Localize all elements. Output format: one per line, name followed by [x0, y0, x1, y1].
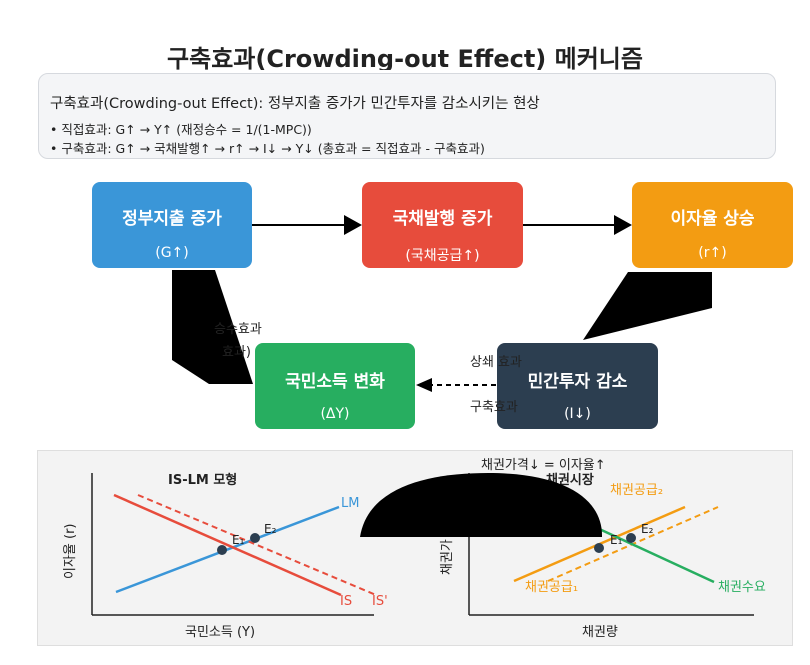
- definition-box: 구축효과(Crowding-out Effect): 정부지출 증가가 민간투자…: [38, 73, 776, 159]
- bond-equilibrium-e1: [594, 543, 604, 553]
- bond-y-label: 채권가: [440, 539, 455, 575]
- islm-x-label: 국민소득 (Y): [185, 625, 255, 640]
- is-shifted-curve: [137, 494, 377, 596]
- bond-supply1-label: 채권공급₁: [525, 580, 578, 595]
- is-label: IS: [340, 594, 352, 609]
- crowding-effect-point: • 구축효과: G↑ → 국채발행↑ → r↑ → I↓ → Y↓ (총효과 =…: [50, 141, 485, 156]
- node-income-change-title: 국민소득 변화: [285, 372, 385, 392]
- bond-equilibrium-e1-label: E₁: [610, 533, 623, 547]
- label-offset: 상쇄 효과: [470, 355, 522, 370]
- node-gov-spending-title: 정부지출 증가: [122, 209, 222, 229]
- lm-curve: [115, 505, 340, 594]
- node-gov-spending: 정부지출 증가 (G↑): [92, 182, 252, 268]
- arrow-rate-to-investment: [583, 272, 712, 340]
- bond-equilibrium-e2-label: E₂: [641, 522, 654, 536]
- node-investment-drop-sub: (I↓): [564, 406, 591, 422]
- direct-effect-point: • 직접효과: G↑ → Y↑ (재정승수 = 1/(1-MPC)): [50, 122, 312, 137]
- arrow-gov-to-bond: [252, 215, 362, 235]
- definition-text: 구축효과(Crowding-out Effect): 정부지출 증가가 민간투자…: [50, 96, 540, 112]
- node-investment-drop: 민간투자 감소 (I↓): [497, 343, 658, 429]
- bond-supply2-label: 채권공급₂: [610, 483, 663, 498]
- bond-market-arc: [360, 473, 603, 537]
- charts-panel: IS-LM 모형 국민소득 (Y) 이자율 (r) LM IS IS' E₁ E…: [37, 450, 793, 646]
- arrow-investment-to-income: [416, 378, 496, 392]
- bond-demand-label: 채권수요: [718, 580, 766, 595]
- node-rate-rise-title: 이자율 상승: [670, 209, 755, 229]
- islm-y-label: 이자율 (r): [63, 523, 78, 579]
- node-investment-drop-title: 민간투자 감소: [527, 372, 628, 392]
- label-multiplier: 승수효과: [214, 322, 262, 337]
- node-bond-issue-title: 국채발행 증가: [392, 209, 493, 229]
- equilibrium-e2-label: E₂: [264, 522, 277, 536]
- node-rate-rise-sub: (r↑): [698, 245, 727, 261]
- arrow-gov-to-income: [172, 270, 253, 384]
- node-bond-issue-sub: (국채공급↑): [405, 248, 480, 264]
- bond-equilibrium-e2: [626, 533, 636, 543]
- node-bond-issue: 국채발행 증가 (국채공급↑): [362, 182, 523, 268]
- bond-note: 채권가격↓ = 이자율↑: [481, 458, 606, 473]
- bond-x-label: 채권량: [582, 625, 618, 640]
- node-rate-rise: 이자율 상승 (r↑): [632, 182, 793, 268]
- node-gov-spending-sub: (G↑): [155, 245, 189, 261]
- equilibrium-e1: [217, 545, 227, 555]
- label-multiplier-cont: 효과): [222, 345, 251, 360]
- label-crowding: 구축효과: [470, 400, 518, 415]
- is-curve: [113, 493, 342, 597]
- node-income-change-sub: (ΔY): [320, 406, 350, 422]
- equilibrium-e1-label: E₁: [232, 533, 245, 547]
- equilibrium-e2: [250, 533, 260, 543]
- node-income-change: 국민소득 변화 (ΔY): [255, 343, 415, 429]
- islm-title: IS-LM 모형: [168, 472, 237, 488]
- is-shifted-label: IS': [372, 594, 388, 609]
- bond-demand-curve: [581, 519, 715, 584]
- page-title: 구축효과(Crowding-out Effect) 메커니즘: [167, 45, 643, 70]
- lm-label: LM: [341, 496, 359, 511]
- arrow-bond-to-rate: [523, 215, 632, 235]
- charts-svg: IS-LM 모형 국민소득 (Y) 이자율 (r) LM IS IS' E₁ E…: [63, 458, 766, 640]
